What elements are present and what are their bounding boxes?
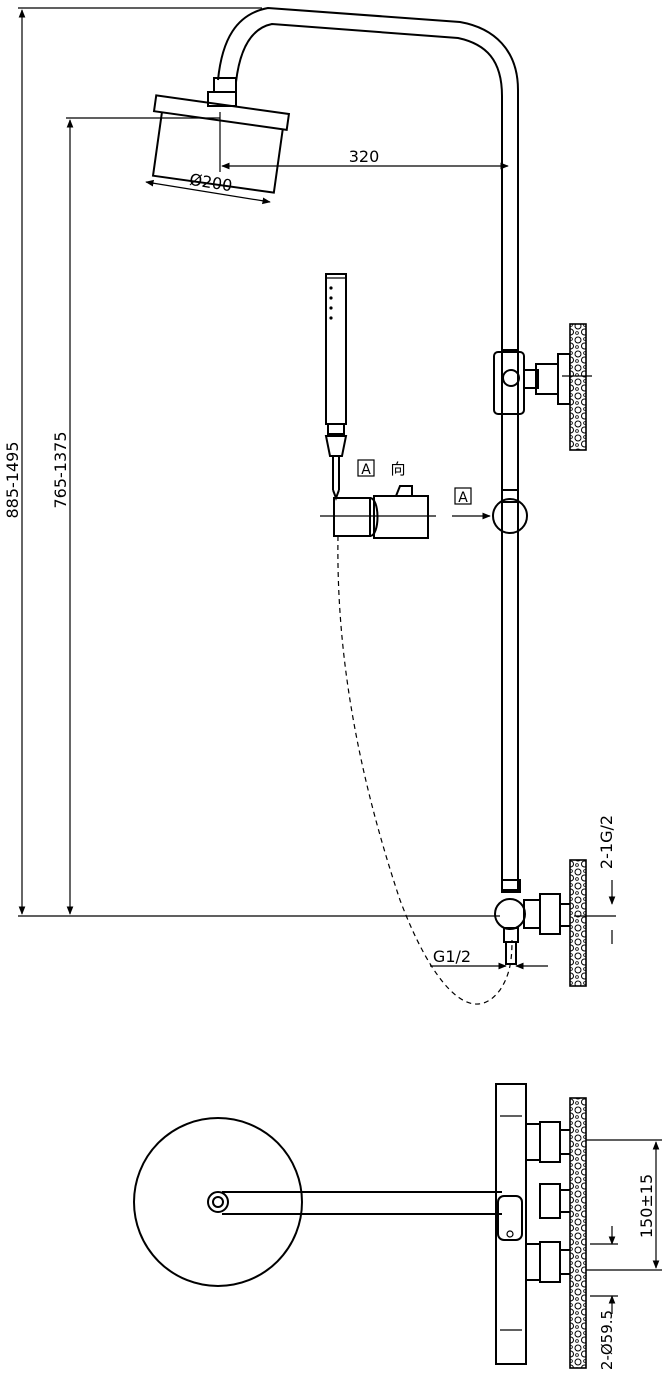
lower-wall-bracket xyxy=(494,859,616,987)
inlet-thread-label: 2-1G/2 xyxy=(597,815,616,869)
outlet-thread-label: G1/2 xyxy=(433,947,471,966)
bar-slider xyxy=(492,489,528,534)
head-height-label: 765-1375 xyxy=(51,431,70,508)
arm-reach-label: 320 xyxy=(349,147,380,166)
head-diameter-label: Ø200 xyxy=(188,170,234,196)
top-view-connectors xyxy=(539,1097,587,1369)
shower-head-top xyxy=(133,1117,303,1287)
slide-bar xyxy=(501,349,519,891)
inlet-spacing-label: 150±15 xyxy=(637,1174,656,1238)
hand-shower xyxy=(324,273,348,501)
view-marker-letter: A xyxy=(361,462,371,478)
overall-height-label: 885-1495 xyxy=(3,441,22,518)
head-height-dimension: 765-1375 xyxy=(51,117,220,915)
slide-holder-detail xyxy=(320,485,436,539)
view-direction-char: 向 xyxy=(390,460,405,478)
overall-height-dimension: 885-1495 xyxy=(3,7,500,917)
overhead-arm xyxy=(217,6,519,350)
head-connector xyxy=(213,77,237,93)
arm-reach-dimension: 320 xyxy=(219,112,509,172)
view-direction-label: A 向 xyxy=(357,459,406,478)
view-a-arrow: A xyxy=(452,487,491,520)
thermostatic-mixer xyxy=(495,1083,541,1365)
front-view: 885-1495 765-1375 320 Ø200 xyxy=(3,6,616,1005)
shower-hose xyxy=(337,535,513,1005)
view-a-arrow-letter: A xyxy=(458,490,468,506)
head-connector-nut xyxy=(207,91,237,107)
top-view: 150±15 2-Ø59.5 xyxy=(133,1083,662,1370)
overhead-arm-inner xyxy=(235,22,503,350)
head-diameter-dimension: Ø200 xyxy=(145,170,271,205)
cover-diameter-dimension: 2-Ø59.5 xyxy=(590,1226,618,1370)
upper-wall-bracket xyxy=(493,323,592,451)
outlet-thread-dimension: G1/2 xyxy=(430,947,548,970)
inlet-thread-dimension: 2-1G/2 xyxy=(597,815,616,944)
cover-diameter-label: 2-Ø59.5 xyxy=(598,1310,616,1370)
inlet-spacing-dimension: 150±15 xyxy=(586,1139,662,1271)
